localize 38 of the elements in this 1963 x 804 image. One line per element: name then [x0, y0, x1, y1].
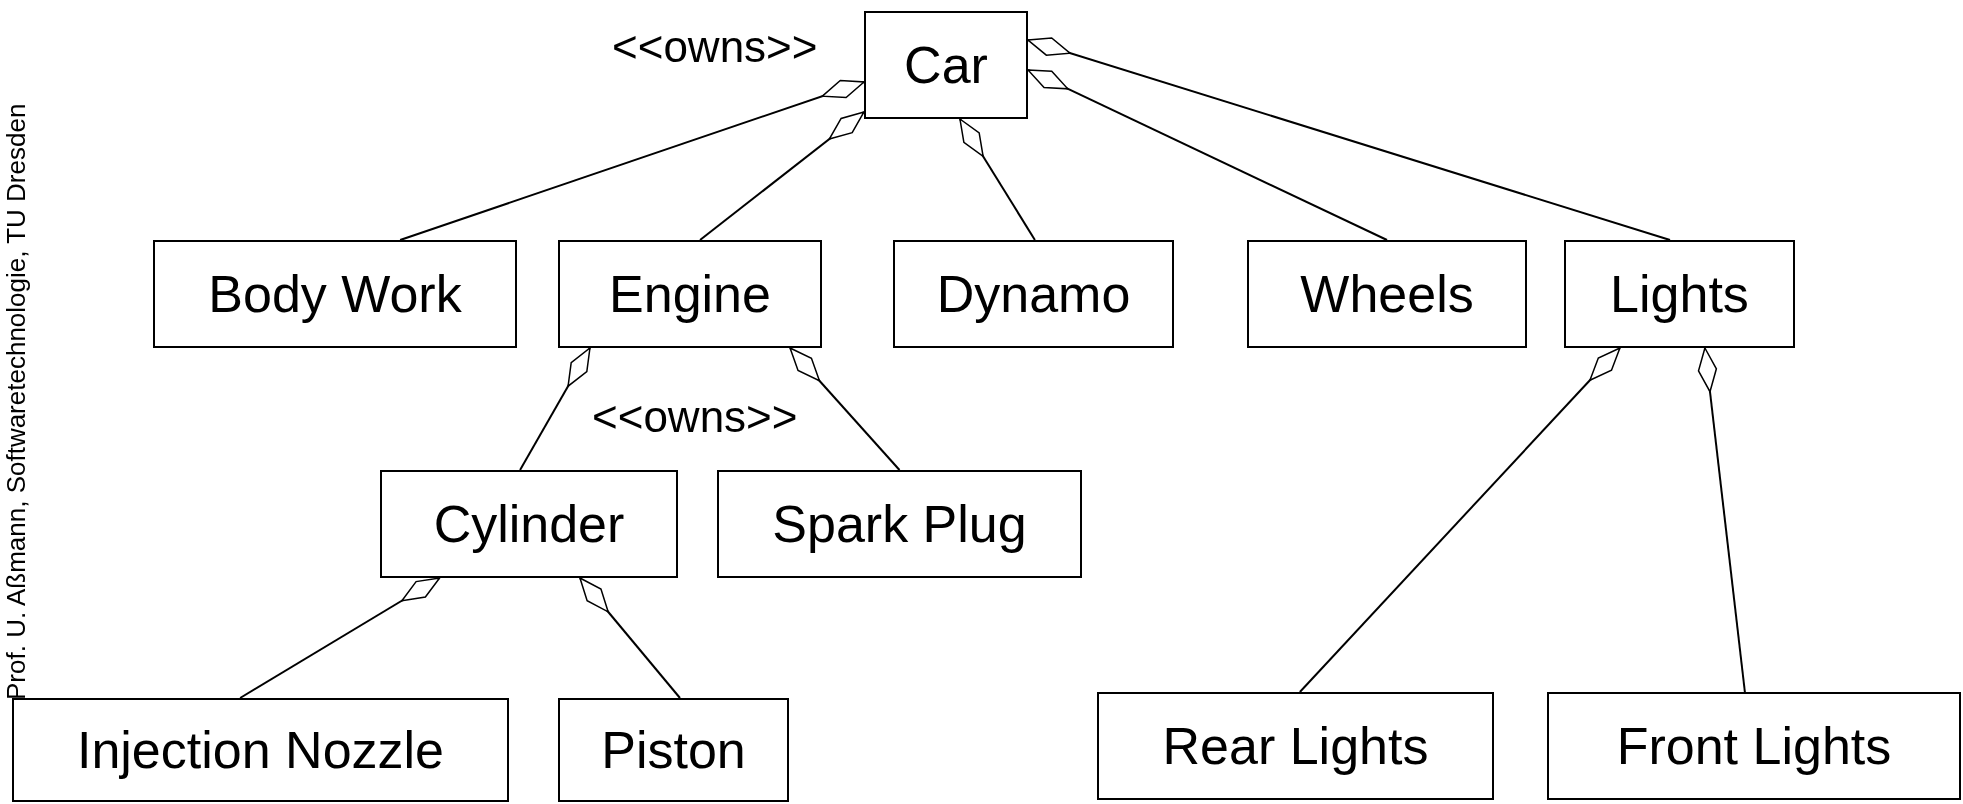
aggregation-line	[699, 111, 865, 241]
aggregation-line	[519, 347, 591, 471]
class-name: Wheels	[1300, 264, 1474, 324]
aggregation-line	[578, 577, 681, 699]
class-name: Lights	[1610, 264, 1749, 324]
aggregation-line	[239, 577, 441, 699]
class-box	[1564, 240, 1795, 348]
class-name: Injection Nozzle	[76, 720, 445, 780]
class-box	[12, 698, 509, 802]
class-box	[380, 470, 678, 578]
class-name: Cylinder	[433, 494, 625, 554]
class-name: Dynamo	[936, 264, 1131, 324]
class-name: Engine	[609, 264, 771, 324]
aggregation-line	[1697, 347, 1746, 693]
class-name: Rear Lights	[1162, 716, 1429, 776]
aggregation-line	[789, 347, 901, 471]
class-box	[153, 240, 517, 348]
class-name: Piston	[601, 720, 746, 780]
class-box	[1097, 692, 1494, 800]
class-box	[893, 240, 1174, 348]
class-box	[1247, 240, 1527, 348]
aggregation-line	[399, 79, 865, 241]
aggregation-line	[1027, 68, 1388, 241]
class-box	[558, 240, 822, 348]
class-name: Spark Plug	[772, 494, 1027, 554]
stereotype-label: <<owns>>	[612, 22, 818, 72]
class-box	[558, 698, 789, 802]
class-name: Front Lights	[1616, 716, 1892, 776]
class-box	[1547, 692, 1961, 800]
aggregation-line	[1027, 37, 1672, 241]
class-name: Car	[904, 35, 988, 95]
aggregation-line	[958, 118, 1036, 241]
class-box	[717, 470, 1082, 578]
class-name: Body Work	[208, 264, 462, 324]
aggregation-line	[1298, 347, 1621, 693]
class-box	[864, 11, 1028, 119]
stereotype-label: <<owns>>	[592, 392, 798, 442]
credit-note: Prof. U. Aßmann, Softwaretechnologie, TU Dresden	[1, 103, 32, 700]
